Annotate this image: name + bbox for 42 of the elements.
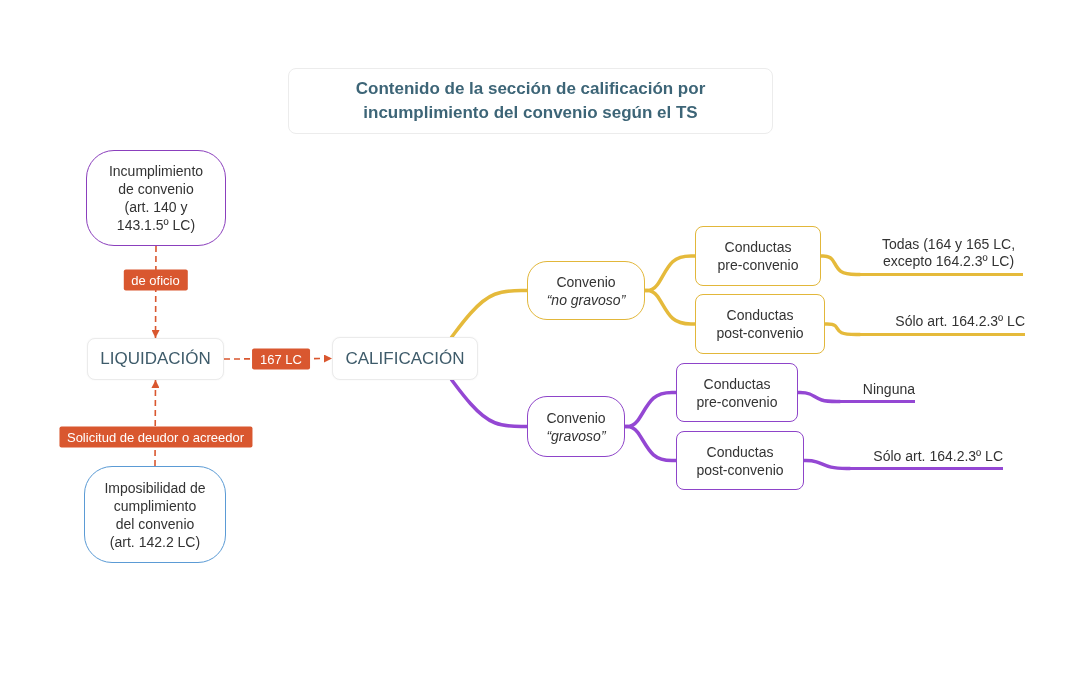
diagram-title: Contenido de la sección de calificación por incumplimiento del convenio según el TS <box>354 78 707 124</box>
node-text: Conductas post-convenio <box>695 442 785 479</box>
process-box <box>87 338 224 380</box>
branch-line <box>802 458 852 471</box>
node-text: Conductas pre-convenio <box>695 374 779 411</box>
node-text: Ninguna <box>862 380 915 399</box>
branch-line <box>796 390 842 404</box>
node-text: Conductas post-convenio <box>715 306 805 342</box>
process-box <box>332 337 478 380</box>
node-text: Convenio “gravoso” <box>545 408 607 445</box>
branch-line <box>623 424 678 463</box>
rounded-box <box>86 150 226 246</box>
node-text: Todas (164 y 165 LC, excepto 164.2.3º LC) <box>880 236 1017 271</box>
node-text: CALIFICACIÓN <box>345 348 465 369</box>
branch-line <box>449 288 529 339</box>
node-text: Sólo art. 164.2.3º LC <box>873 447 1003 466</box>
underlined-label <box>840 381 915 403</box>
node-text: Imposibilidad de cumplimiento del convenio (art. 142.2 LC) <box>103 478 207 551</box>
underlined-label <box>850 448 1003 470</box>
rounded-box <box>84 466 226 563</box>
node-text: Incumplimiento de convenio (art. 140 y 143.1.5º LC) <box>107 162 205 234</box>
rounded-box <box>676 363 798 422</box>
rounded-box <box>676 431 804 490</box>
branch-line <box>449 378 529 429</box>
node-text: Convenio “no gravoso” <box>545 272 627 309</box>
rounded-box <box>527 396 625 457</box>
rounded-box <box>527 261 645 320</box>
dashed-arrow <box>151 379 160 467</box>
rounded-box <box>695 226 821 286</box>
branch-line <box>643 288 697 326</box>
edge-label: 167 LC <box>252 348 310 370</box>
edge-label: de oficio <box>123 269 188 290</box>
edge-label: Solicitud de deudor o acreedor <box>58 426 253 448</box>
node-text: LIQUIDACIÓN <box>100 349 211 369</box>
dashed-arrow <box>151 245 160 339</box>
branch-line <box>823 322 862 337</box>
node-text: Conductas pre-convenio <box>716 238 800 274</box>
node-text: Sólo art. 164.2.3º LC <box>895 313 1025 331</box>
branch-line <box>819 254 862 277</box>
underlined-label <box>860 313 1025 336</box>
rounded-box <box>695 294 825 354</box>
underlined-label <box>860 236 1023 276</box>
